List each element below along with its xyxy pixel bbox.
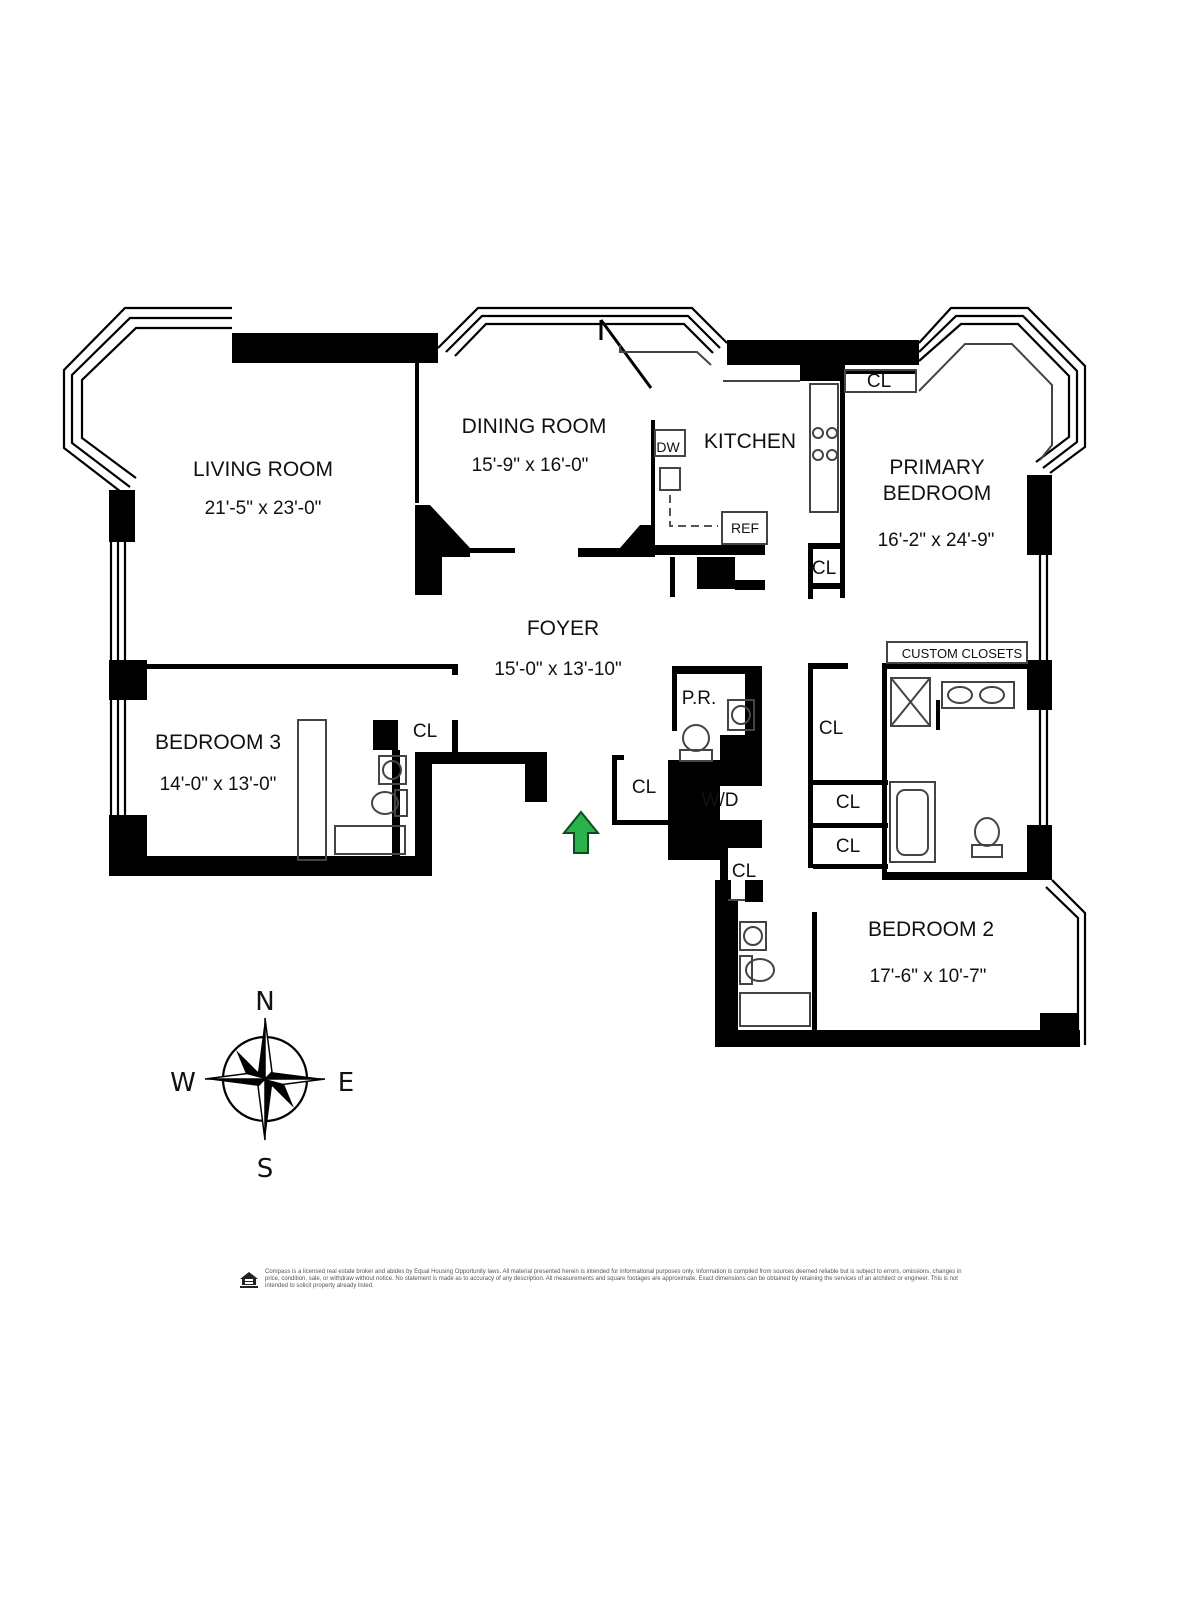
dishwasher [654,429,686,457]
shower [890,677,931,727]
compass-east: E [338,1068,354,1098]
closet-label-primary-top: CL [867,371,891,392]
bedroom-2-dims: 17'-6" x 10'-7" [870,966,987,987]
bedroom3-sink [378,755,407,785]
primary-toilet [971,817,1003,858]
closet-label-bedroom2: CL [732,861,756,882]
refrigerator-label: REF [731,520,759,536]
foyer-label: FOYER [527,617,599,640]
legal-disclaimer: Compass is a licensed real estate broker… [265,1269,962,1289]
closet-label-hall-1: CL [819,718,843,739]
closet-label-hall-2: CL [836,792,860,813]
closet-label-kitchen: CL [812,558,836,579]
primary-bedroom-dims: 16'-2" x 24'-9" [878,530,995,551]
powder-sink [727,699,755,731]
custom-closets-label: CUSTOM CLOSETS [902,646,1023,661]
bedroom2-toilet [739,955,775,985]
bedroom3-closet-door [297,719,327,861]
interior-walls [140,319,1027,1030]
dining-room-label: DINING ROOM [462,415,607,438]
bedroom-3-dims: 14'-0" x 13'-0" [160,774,277,795]
compass-west: W [170,1068,196,1098]
refrigerator [721,511,768,545]
living-room-dims: 21'-5" x 23'-0" [205,498,322,519]
bedroom3-toilet [371,789,408,817]
primary-bedroom-label-2: BEDROOM [883,482,992,505]
kitchen-label: KITCHEN [704,430,796,453]
compass-south: S [257,1154,274,1184]
double-vanity [941,681,1015,709]
washer-dryer-label: W/D [702,790,739,811]
living-room-label: LIVING ROOM [193,458,333,481]
closet-label-hall-3: CL [836,836,860,857]
bedroom2-bathtub [739,992,811,1027]
bedroom-3-label: BEDROOM 3 [155,731,281,754]
closet-label-foyer: CL [632,777,656,798]
powder-toilet [679,724,713,762]
range [809,383,839,513]
bedroom2-sink [739,921,767,951]
powder-room-label: P.R. [682,688,717,709]
bedroom-2-label: BEDROOM 2 [868,918,994,941]
room-labels: LIVING ROOM 21'-5" x 23'-0" DINING ROOM … [155,371,1023,987]
bedroom3-bathtub [334,825,406,855]
primary-bedroom-label-1: PRIMARY [889,456,984,479]
windows [62,306,1087,1045]
kitchen-sink [659,467,681,491]
entry-arrow-icon [561,810,601,854]
foyer-dims: 15'-0" x 13'-10" [494,659,621,680]
dishwasher-label: DW [656,439,680,455]
dining-room-dims: 15'-9" x 16'-0" [472,455,589,476]
closet-label-bedroom3: CL [413,721,437,742]
primary-bathtub [889,781,936,863]
compass-north: N [255,987,274,1017]
compass-rose-icon [204,1017,326,1141]
equal-housing-icon [240,1272,258,1288]
fixtures [297,343,1053,1027]
